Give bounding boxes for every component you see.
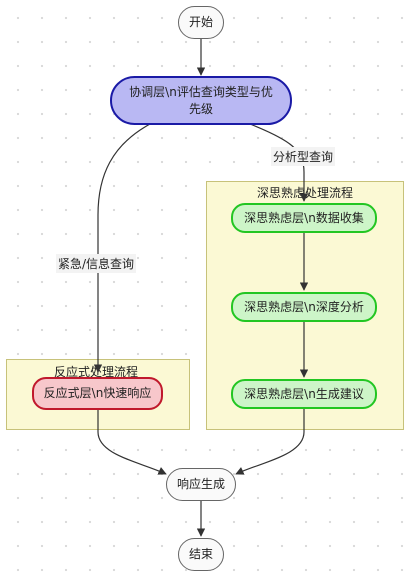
coordinator-node: 协调层\n评估查询类型与优先级 bbox=[110, 76, 292, 125]
edge-label-analytical: 分析型查询 bbox=[271, 147, 336, 166]
start-node: 开始 bbox=[178, 6, 224, 39]
edge-suggest-to-response bbox=[235, 409, 305, 475]
reactive-node: 反应式层\n快速响应 bbox=[32, 377, 163, 410]
deep-collect-node: 深思熟虑层\n数据收集 bbox=[231, 203, 377, 233]
response-node: 响应生成 bbox=[166, 468, 236, 501]
edge-reactive-to-response bbox=[97, 410, 167, 475]
deep-suggest-node: 深思熟虑层\n生成建议 bbox=[231, 379, 377, 409]
deliberative-subgraph-title: 深思熟虑处理流程 bbox=[257, 186, 354, 200]
edge-label-urgent: 紧急/信息查询 bbox=[56, 254, 137, 273]
end-node: 结束 bbox=[178, 538, 224, 571]
edge-coordinator-to-reactive bbox=[93, 123, 151, 373]
deep-analyze-node: 深思熟虑层\n深度分析 bbox=[231, 292, 377, 322]
